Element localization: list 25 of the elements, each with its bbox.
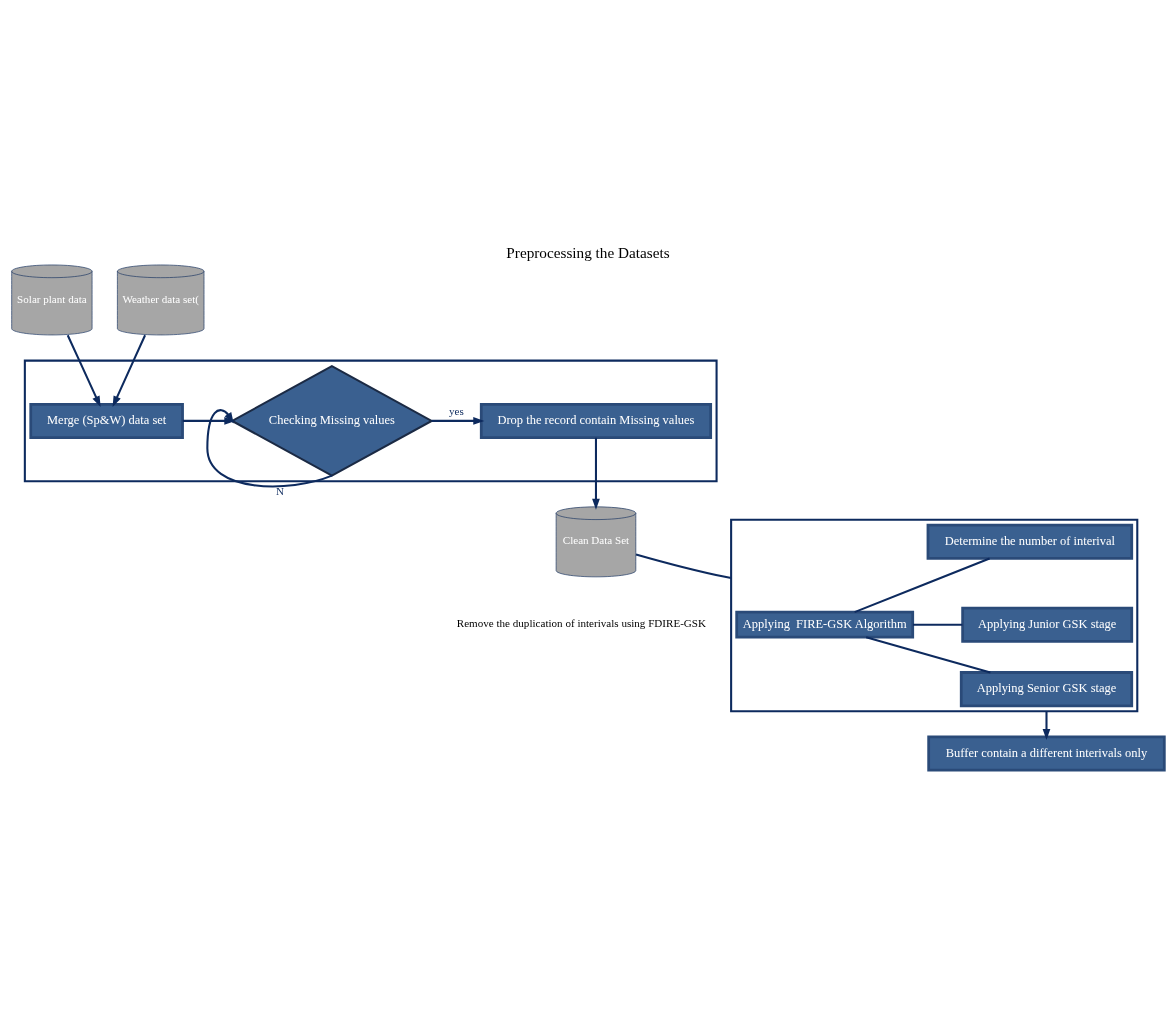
node-diamond: Checking Missing values [230,364,434,477]
node-box: Merge (Sp&W) data set [29,402,184,439]
connector [912,623,963,626]
label: Remove the duplication of interivals using FDIRE-GSK [456,616,707,629]
arrow [66,334,101,407]
node-box: Drop the record contain Missing values [479,402,713,439]
node-box: Determine the number of interival [926,523,1134,560]
cluster [730,518,1139,712]
diagram-title: Preprocessing the Datasets [506,243,670,261]
node-box: Applying FIRE-GSK Algorithm [735,610,915,639]
arrow [1042,710,1051,740]
connector [635,552,732,579]
arrow [112,334,146,407]
arrow [206,408,333,487]
node-box: Applying Junior GSK stage [961,606,1134,643]
arrow [431,416,485,425]
cluster [23,359,718,482]
connector [865,635,991,673]
node-box: Buffer contain a different interivals only [927,735,1166,772]
connector [854,557,990,613]
edge-label: yes [448,404,464,417]
arrow [182,416,236,425]
edge-label: N [276,484,285,497]
arrow [592,437,600,510]
node-box: Applying Senior GSK stage [959,670,1134,707]
